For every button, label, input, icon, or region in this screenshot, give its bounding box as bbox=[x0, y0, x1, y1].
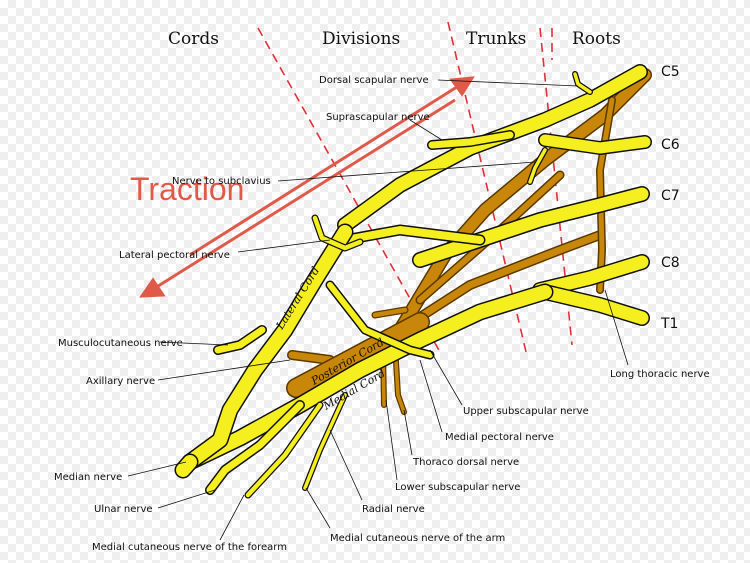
traction-arrowhead-down bbox=[139, 277, 166, 298]
header-roots: Roots bbox=[572, 29, 621, 49]
nerves bbox=[174, 64, 652, 499]
traction-arrow-down bbox=[154, 98, 456, 290]
label-median: Median nerve bbox=[54, 472, 122, 483]
root-c5: C5 bbox=[661, 64, 680, 80]
label-dorsal-scapular: Dorsal scapular nerve bbox=[319, 75, 429, 86]
label-musculocutaneous: Musculocutaneous nerve bbox=[58, 338, 183, 349]
label-thoracodorsal: Thoraco dorsal nerve bbox=[412, 457, 519, 468]
label-radial: Radial nerve bbox=[362, 504, 425, 515]
label-medial-pectoral: Medial pectoral nerve bbox=[445, 432, 554, 443]
header-divisions: Divisions bbox=[322, 29, 400, 49]
label-lateral-pectoral: Lateral pectoral nerve bbox=[119, 250, 230, 261]
header-cords: Cords bbox=[168, 29, 219, 49]
label-suprascapular: Suprascapular nerve bbox=[326, 112, 430, 123]
traction-arrow-up bbox=[189, 83, 461, 257]
traction-label: Traction bbox=[130, 171, 244, 207]
label-subclavius: Nerve to subclavius bbox=[172, 176, 271, 187]
divider-cords-divisions bbox=[257, 27, 441, 353]
traction-arrows bbox=[139, 76, 475, 298]
root-c8: C8 bbox=[661, 255, 680, 271]
leader-lines bbox=[127, 79, 629, 541]
divider-trunks-roots-a bbox=[539, 27, 573, 346]
root-c7: C7 bbox=[661, 188, 680, 204]
label-axillary: Axillary nerve bbox=[86, 376, 155, 387]
root-t1: T1 bbox=[660, 316, 678, 332]
label-long-thoracic: Long thoracic nerve bbox=[610, 369, 710, 380]
label-lower-subscapular: Lower subscapular nerve bbox=[395, 482, 520, 493]
header-trunks: Trunks bbox=[466, 29, 526, 49]
label-ulnar: Ulnar nerve bbox=[94, 504, 153, 515]
label-med-cut-forearm: Medial cutaneous nerve of the forearm bbox=[92, 542, 287, 553]
label-upper-subscapular: Upper subscapular nerve bbox=[463, 406, 589, 417]
root-c6: C6 bbox=[661, 137, 680, 153]
label-med-cut-arm: Medial cutaneous nerve of the arm bbox=[330, 533, 505, 544]
traction-arrowhead-up bbox=[449, 76, 475, 97]
